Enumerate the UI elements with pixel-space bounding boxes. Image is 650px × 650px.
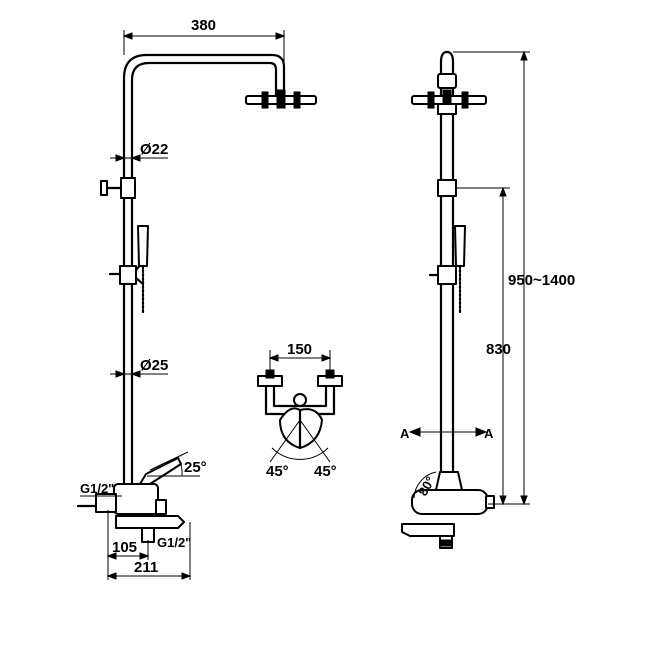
side-dimensions: 950~1400 830 A A 80° xyxy=(400,50,575,506)
dim-950-1400: 950~1400 xyxy=(508,272,575,289)
pipe-joint-upper xyxy=(120,177,136,199)
dim-830: 830 xyxy=(486,341,511,358)
side-joint xyxy=(437,179,457,197)
front-dimensions: 380 Ø22 Ø25 25° G1/2" G1/2" 105 211 xyxy=(80,17,286,580)
holder-bracket xyxy=(119,265,137,285)
lever xyxy=(139,457,182,485)
dim-g12-upper: G1/2" xyxy=(80,481,114,496)
riser-pipe xyxy=(122,53,286,500)
dim-dia-25: Ø25 xyxy=(140,357,168,374)
front-view xyxy=(76,53,317,543)
hand-shower xyxy=(137,225,149,267)
dim-105: 105 xyxy=(112,539,137,556)
dim-angle-25: 25° xyxy=(184,459,207,476)
side-riser-pipe xyxy=(439,50,455,500)
dim-dia-22: Ø22 xyxy=(140,141,168,158)
side-hand-shower xyxy=(454,225,466,267)
dim-45-left: 45° xyxy=(266,463,289,480)
mixer-top-view: 150 45° 45° xyxy=(257,341,343,480)
dim-380: 380 xyxy=(191,17,216,34)
spout xyxy=(115,515,185,529)
mixer-body xyxy=(113,483,159,515)
dim-45-right: 45° xyxy=(314,463,337,480)
dim-150: 150 xyxy=(287,341,312,358)
side-view xyxy=(401,50,495,549)
dim-g12-lower: G1/2" xyxy=(157,535,191,550)
dim-211: 211 xyxy=(134,559,158,576)
side-spout xyxy=(401,523,455,537)
section-a-right: A xyxy=(484,426,494,441)
section-a-left: A xyxy=(400,426,410,441)
